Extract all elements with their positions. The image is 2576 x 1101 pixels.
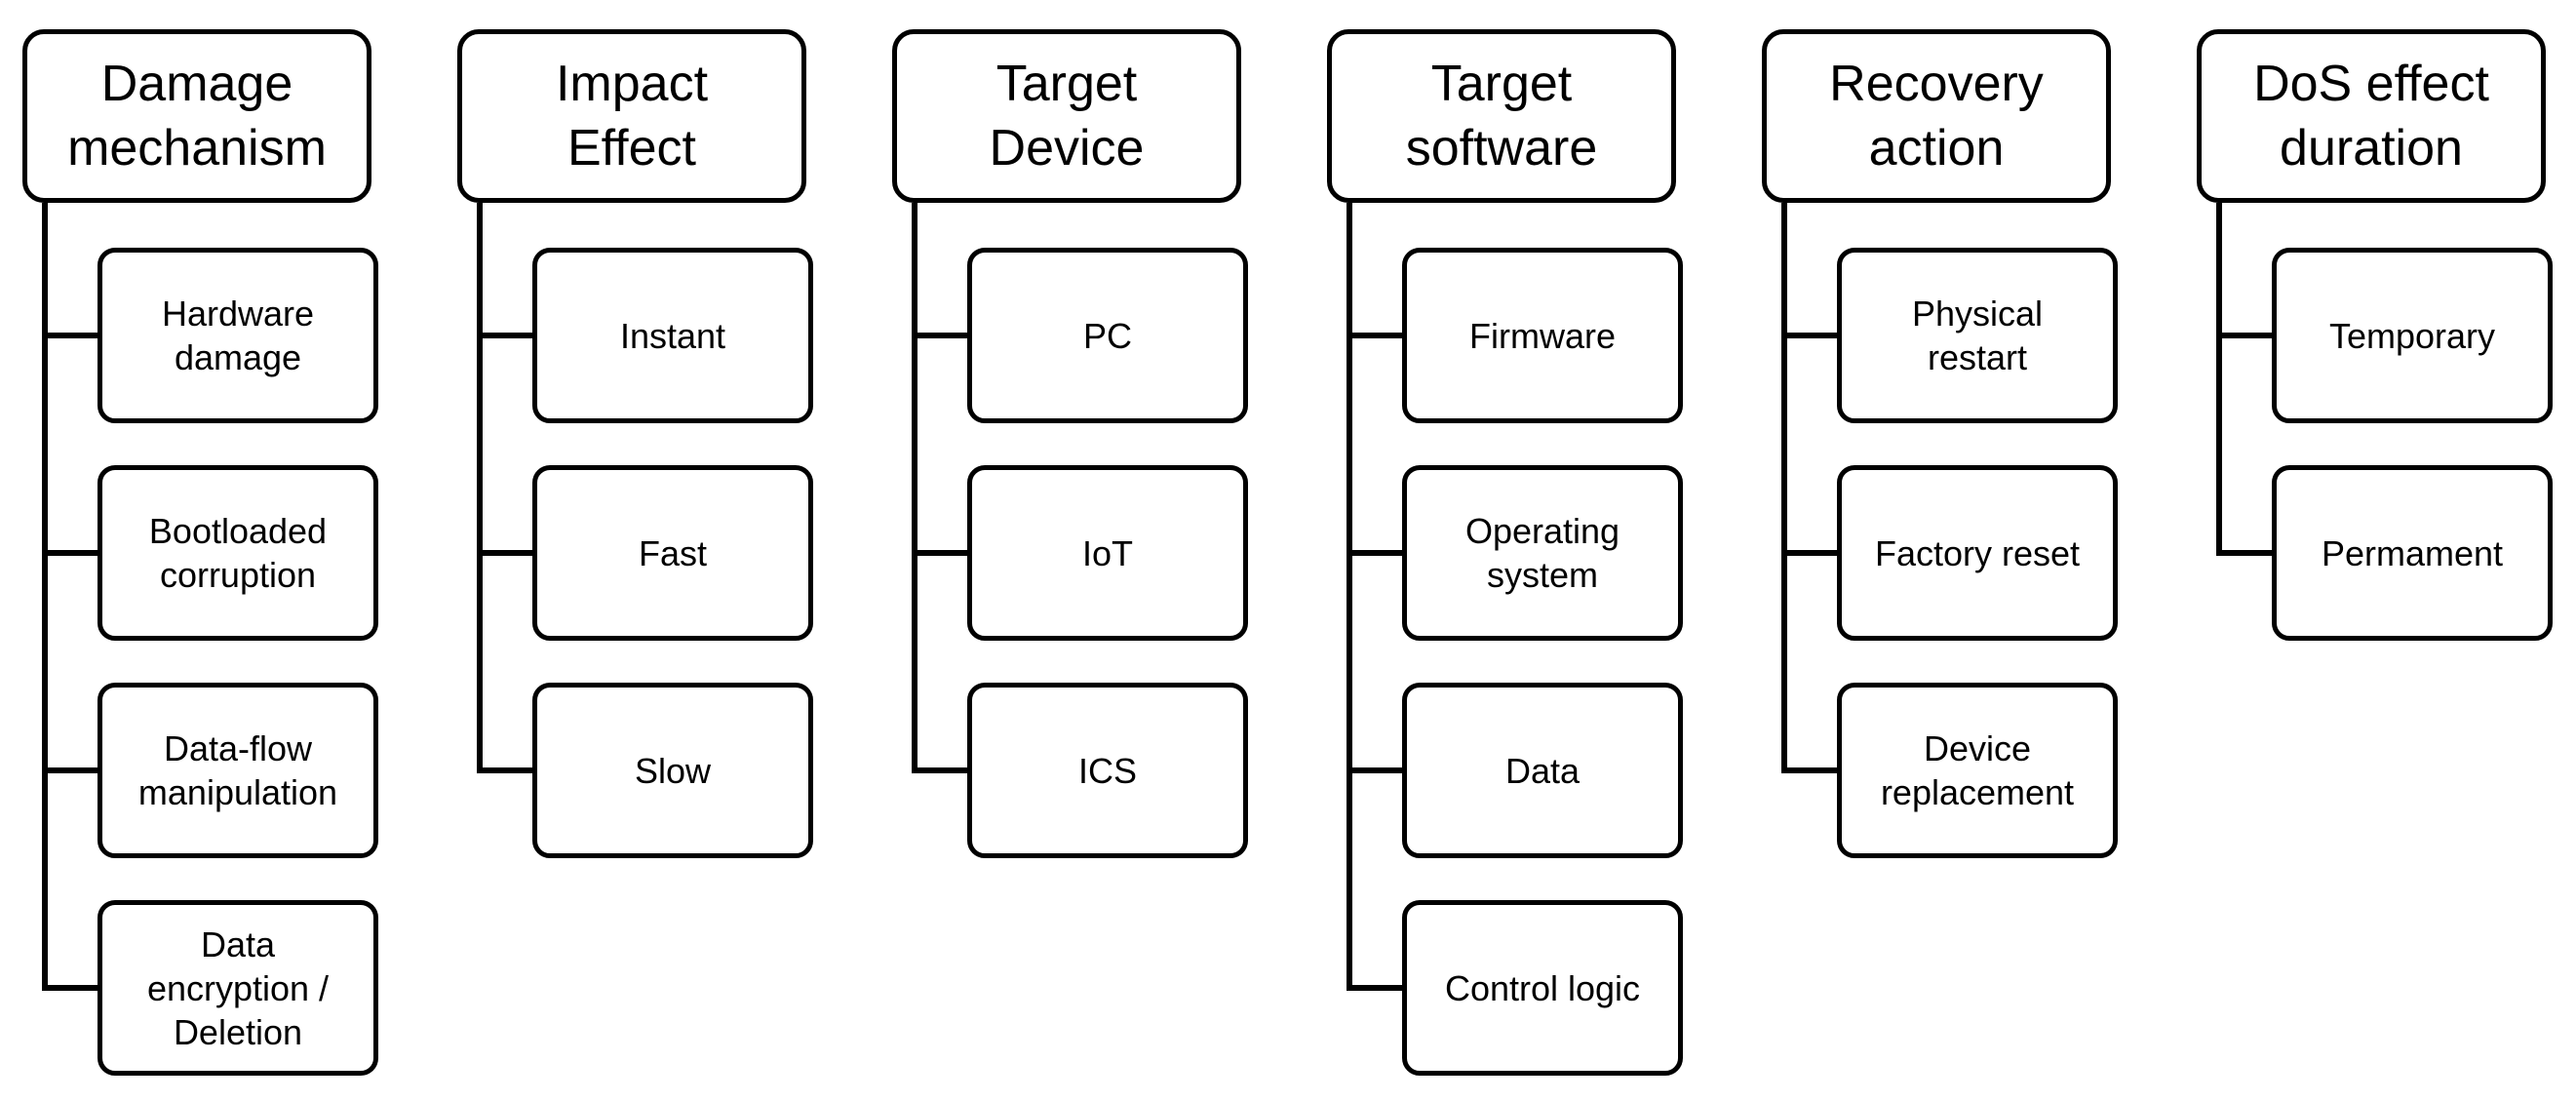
leaf-node: Factory reset (1837, 465, 2118, 641)
leaf-node: Data-flow manipulation (98, 683, 378, 858)
tree-connector (1347, 767, 1404, 773)
tree-connector (42, 985, 99, 991)
category-recovery-action: Recovery action Physical restart Factory… (1747, 0, 2118, 1101)
category-target-device: Target Device PC IoT ICS (878, 0, 1248, 1101)
tree-connector (1347, 333, 1404, 338)
tree-stem (477, 203, 483, 773)
tree-connector (2216, 550, 2274, 556)
leaf-node: Hardware damage (98, 248, 378, 423)
tree-connector (477, 767, 534, 773)
tree-connector (477, 333, 534, 338)
leaf-node: Data encryption / Deletion (98, 900, 378, 1076)
leaf-node: Permament (2272, 465, 2553, 641)
tree-stem (2216, 203, 2222, 556)
leaf-node: Bootloaded corruption (98, 465, 378, 641)
tree-stem (1781, 203, 1787, 773)
leaf-node: Operating system (1402, 465, 1683, 641)
tree-connector (1781, 333, 1839, 338)
tree-connector (912, 333, 969, 338)
category-heading: Recovery action (1762, 29, 2111, 203)
category-heading: Impact Effect (457, 29, 806, 203)
tree-connector (42, 550, 99, 556)
leaf-node: Control logic (1402, 900, 1683, 1076)
tree-connector (1347, 550, 1404, 556)
category-dos-effect-duration: DoS effect duration Temporary Permament (2182, 0, 2553, 1101)
leaf-node: Slow (532, 683, 813, 858)
tree-connector (1347, 985, 1404, 991)
leaf-node: ICS (967, 683, 1248, 858)
leaf-node: Physical restart (1837, 248, 2118, 423)
leaf-node: IoT (967, 465, 1248, 641)
tree-stem (912, 203, 917, 773)
tree-connector (477, 550, 534, 556)
category-target-software: Target software Firmware Operating syste… (1312, 0, 1683, 1101)
leaf-node: Firmware (1402, 248, 1683, 423)
category-heading: Target Device (892, 29, 1241, 203)
tree-connector (2216, 333, 2274, 338)
tree-connector (42, 767, 99, 773)
tree-connector (1781, 550, 1839, 556)
category-heading: DoS effect duration (2197, 29, 2546, 203)
tree-connector (912, 550, 969, 556)
leaf-node: PC (967, 248, 1248, 423)
category-impact-effect: Impact Effect Instant Fast Slow (443, 0, 813, 1101)
tree-connector (912, 767, 969, 773)
category-heading: Target software (1327, 29, 1676, 203)
tree-connector (1781, 767, 1839, 773)
leaf-node: Temporary (2272, 248, 2553, 423)
leaf-node: Data (1402, 683, 1683, 858)
tree-connector (42, 333, 99, 338)
tree-stem (1347, 203, 1352, 991)
tree-stem (42, 203, 48, 991)
category-heading: Damage mechanism (22, 29, 371, 203)
leaf-node: Instant (532, 248, 813, 423)
leaf-node: Device replacement (1837, 683, 2118, 858)
leaf-node: Fast (532, 465, 813, 641)
category-damage-mechanism: Damage mechanism Hardware damage Bootloa… (8, 0, 378, 1101)
